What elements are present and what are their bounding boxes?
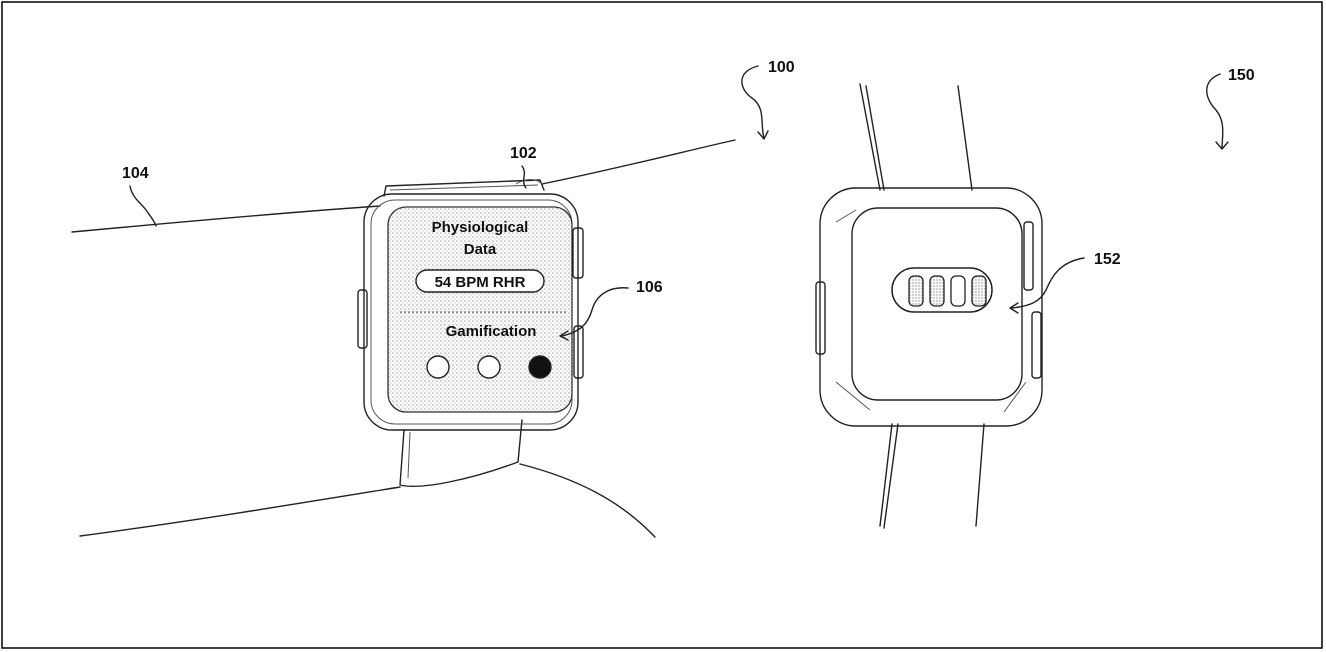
watch-back-view: 150 152 (815, 67, 1255, 529)
ref-label-152: 152 (1094, 251, 1121, 268)
strap-upper-left (859, 83, 881, 191)
ref-leader-104 (129, 185, 157, 227)
hand-contour (519, 463, 656, 538)
metric-pill (415, 269, 545, 293)
gamification-indicators (426, 355, 552, 379)
sensor-window (971, 275, 987, 307)
gamification-label: Gamification (446, 323, 537, 340)
indicator-filled (528, 355, 552, 379)
ref-leader-100 (741, 65, 765, 139)
forearm-upper-edge (71, 205, 381, 233)
ref-leader-106 (561, 287, 629, 337)
screen-title-line1: Physiological (432, 219, 529, 236)
sensor-window (908, 275, 924, 307)
side-button-right (573, 325, 584, 379)
metric-pill-label: 54 BPM RHR (435, 274, 526, 291)
sensor-window (929, 275, 945, 307)
watch-back-plate (851, 207, 1023, 401)
ref-label-104: 104 (122, 165, 149, 182)
watch-back-case (819, 187, 1043, 427)
worn-watch-view: Physiological Data 54 BPM RHR Gamificati… (71, 59, 795, 538)
strap-lower-right (975, 423, 985, 527)
ref-leader-102 (521, 165, 527, 189)
forearm-lower-edge (79, 486, 401, 537)
side-button-left (357, 289, 368, 349)
ref-label-106: 106 (636, 279, 663, 296)
crown-button (572, 227, 584, 279)
forearm-upper-edge-right (541, 139, 736, 185)
indicator-empty (426, 355, 450, 379)
ref-label-150: 150 (1228, 67, 1255, 84)
strap-upper-right (957, 85, 973, 191)
top-band (383, 179, 545, 197)
strap-lower-left (883, 423, 899, 529)
indicator-empty (477, 355, 501, 379)
ref-label-102: 102 (510, 145, 537, 162)
watch-case (363, 193, 579, 431)
bottom-band (399, 419, 523, 487)
sensor-window (950, 275, 966, 307)
ref-leader-150 (1206, 73, 1224, 149)
ref-leader-152 (1011, 257, 1085, 309)
screen-title-line2: Data (464, 241, 497, 258)
watch-screen (387, 206, 573, 413)
ref-label-100: 100 (768, 59, 795, 76)
